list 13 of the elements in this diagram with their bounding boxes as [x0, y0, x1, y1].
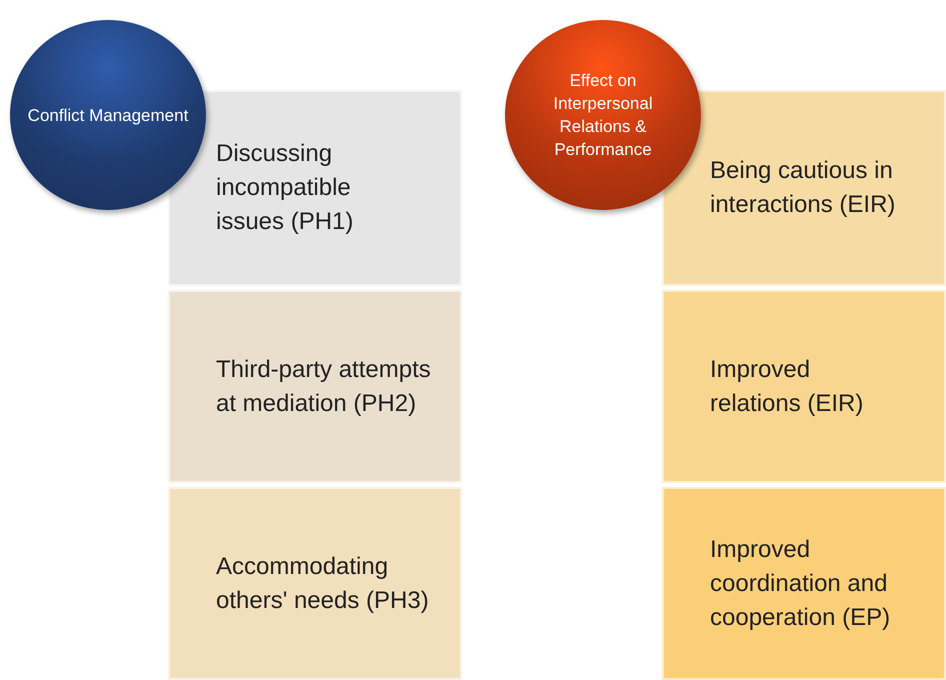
item-panel [662, 90, 946, 286]
item-text: Improved coordination and cooperation (EP) [710, 534, 892, 632]
item-text: Discussing incompatible issues (PH1) [216, 139, 354, 237]
item-panel [662, 290, 946, 483]
circle-title: Effect on Interpersonal Relations & Performance [552, 70, 654, 161]
item-text: Improved relations (EIR) [710, 354, 864, 418]
item-panel [662, 487, 946, 680]
item-panel [168, 487, 462, 680]
item-text: Being cautious in interactions (EIR) [710, 156, 896, 220]
item-text: Accommodating others' needs (PH3) [216, 552, 430, 616]
item-text: Third-party attempts at mediation (PH2) [216, 354, 432, 418]
item-panel [168, 290, 462, 483]
circle-title: Conflict Management [26, 104, 190, 126]
